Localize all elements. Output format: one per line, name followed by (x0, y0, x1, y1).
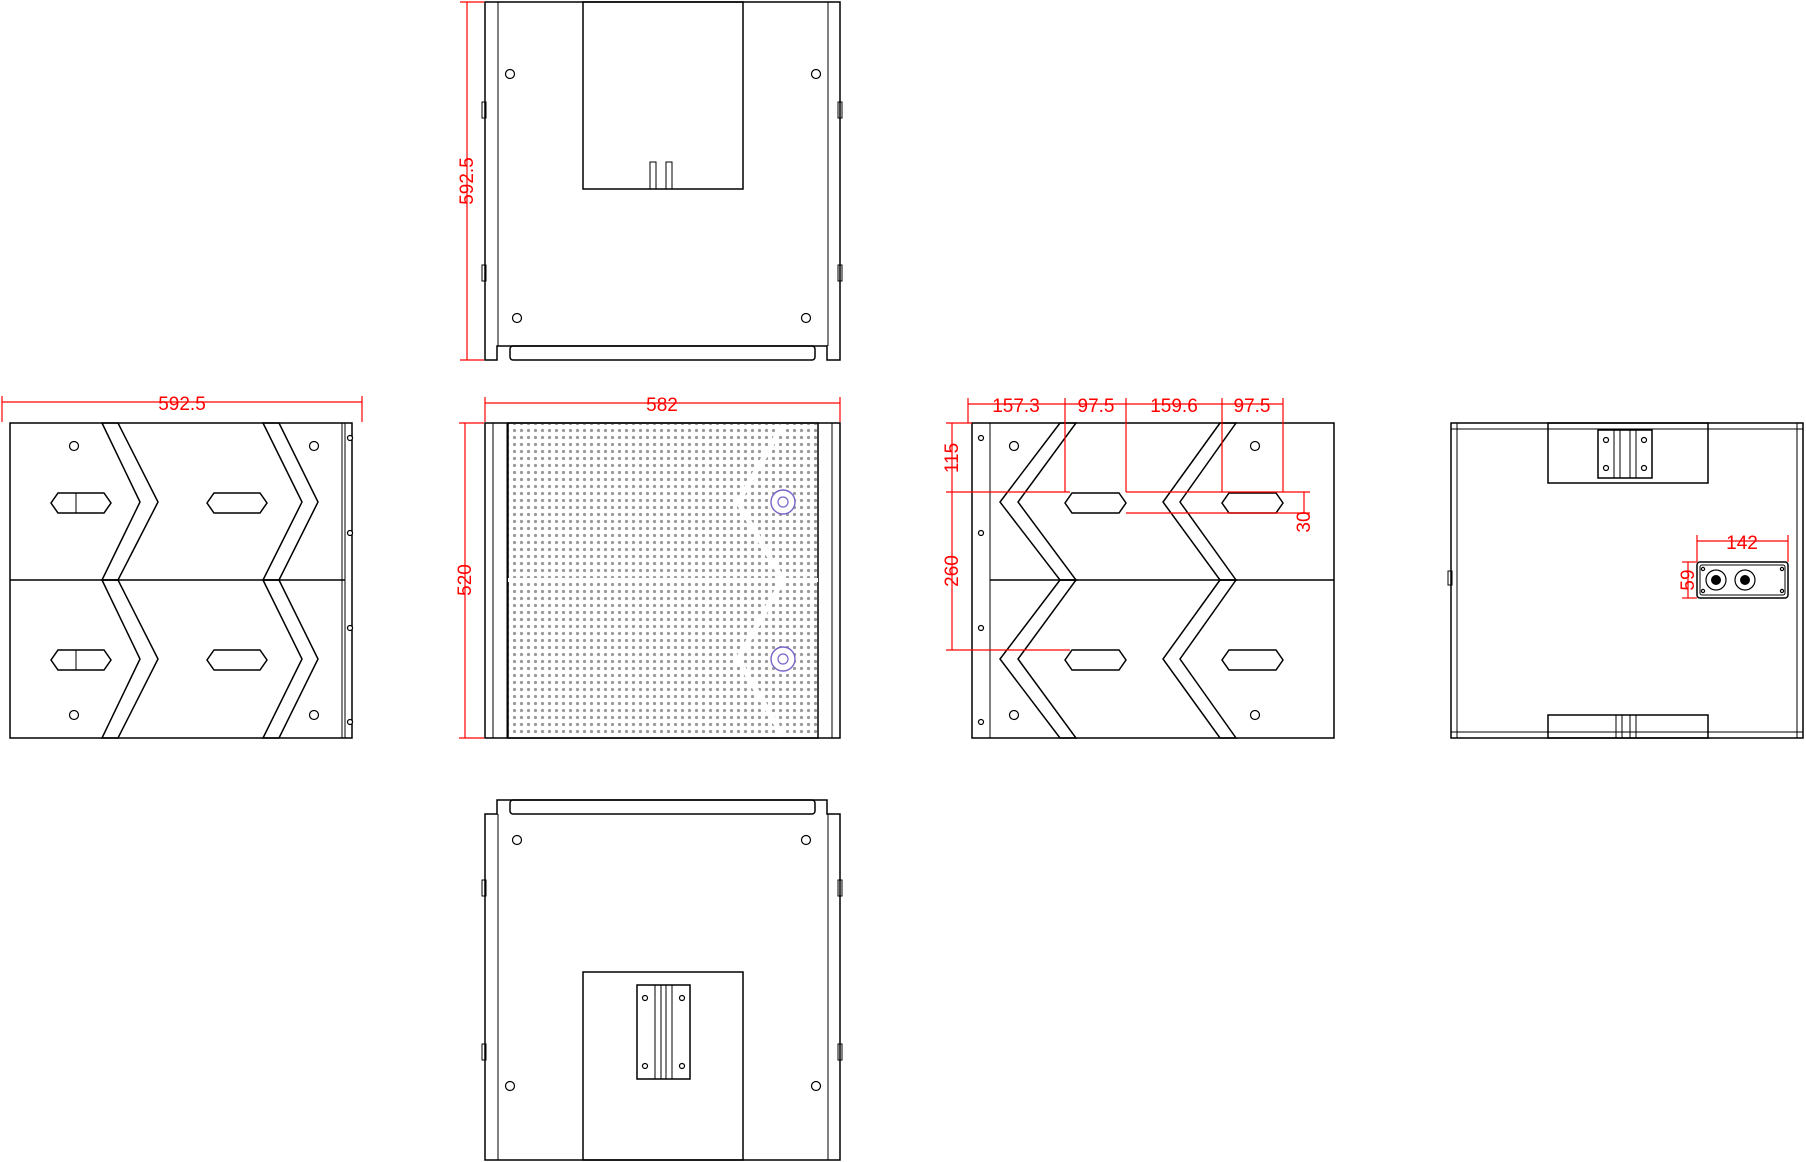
dim-side-depth-label: 592.5 (158, 394, 206, 415)
dim-handle-spacing: 159.6 (1150, 396, 1198, 417)
dim-top-depth: 592.5 (457, 1, 484, 361)
dim-front-height-label: 520 (455, 564, 476, 596)
top-view (481, 1, 843, 361)
dim-panel-height: 59 (1678, 569, 1699, 590)
dim-handle-height: 30 (1294, 511, 1315, 532)
dim-handle-top-offset: 115 (942, 443, 963, 473)
dim-handle-offset-1: 157.3 (992, 396, 1040, 417)
front-view (484, 422, 841, 739)
right-side-dimensions: 157.3 97.5 159.6 97.5 115 260 30 (942, 396, 1315, 651)
rear-connector-panel (1696, 561, 1789, 599)
bottom-view (481, 799, 843, 1161)
rear-dimensions: 142 59 (1678, 533, 1789, 599)
bottom-handle (636, 984, 691, 1080)
dim-front-height: 520 (455, 422, 484, 739)
dim-front-width-label: 582 (646, 395, 678, 416)
right-side-view (971, 422, 1335, 739)
dim-top-depth-label: 592.5 (457, 157, 478, 205)
front-connector-bottom (770, 646, 796, 672)
dim-side-depth: 592.5 (1, 394, 363, 422)
dim-handle-width-1: 97.5 (1078, 396, 1115, 417)
left-side-view (9, 422, 354, 739)
dim-handle-vertical-spacing: 260 (942, 555, 963, 587)
dim-handle-width-2: 97.5 (1234, 396, 1271, 417)
dim-panel-width: 142 (1726, 533, 1758, 554)
dim-front-width: 582 (484, 395, 841, 422)
front-connector-top (770, 489, 796, 515)
rear-view (1447, 422, 1804, 739)
